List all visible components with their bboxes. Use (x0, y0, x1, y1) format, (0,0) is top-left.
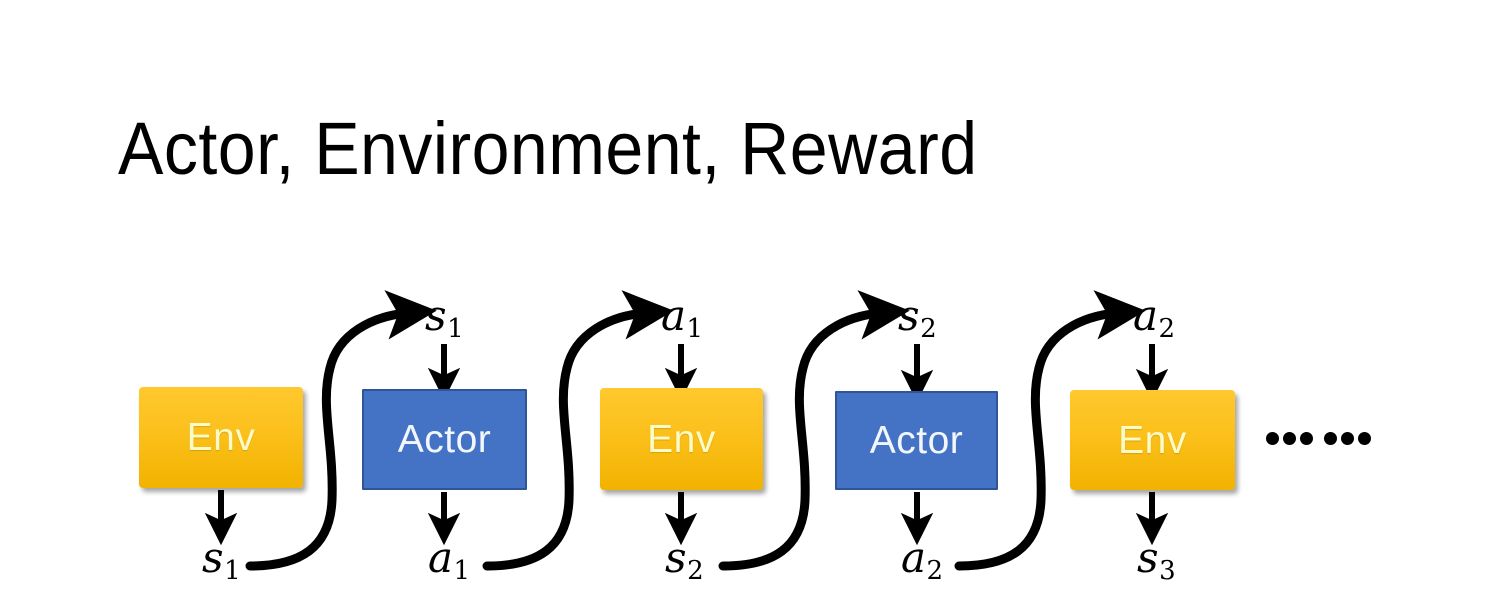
node-label: Actor (397, 418, 492, 461)
ellipsis-continuation (1266, 432, 1375, 445)
node-label: Env (647, 417, 716, 461)
label-top-a2: a2 (1133, 295, 1176, 345)
label-base: s (425, 291, 447, 340)
label-subscript: 1 (453, 556, 471, 587)
label-bottom-s2: s2 (665, 537, 704, 587)
ellipsis-dot (1358, 432, 1371, 445)
label-base: a (661, 291, 687, 340)
label-base: a (1133, 291, 1159, 340)
label-subscript: 2 (926, 556, 944, 587)
label-top-s2: s2 (898, 295, 937, 345)
label-top-s1: s1 (425, 295, 464, 345)
label-bottom-s3: s3 (1137, 537, 1176, 587)
label-bottom-s1: s1 (202, 537, 241, 587)
node-label: Actor (869, 419, 964, 462)
label-base: s (1137, 533, 1159, 582)
label-subscript: 3 (1159, 556, 1176, 587)
label-base: s (202, 533, 224, 582)
ellipsis-dot (1300, 432, 1313, 445)
label-subscript: 2 (687, 556, 704, 587)
node-env-3[interactable]: Env (1070, 390, 1235, 490)
label-bottom-a2: a2 (901, 537, 944, 587)
node-env-1[interactable]: Env (139, 387, 303, 488)
label-bottom-a1: a1 (428, 537, 471, 587)
ellipsis-dot (1266, 432, 1279, 445)
node-actor-2[interactable]: Actor (835, 391, 998, 490)
node-label: Env (1118, 418, 1187, 462)
label-top-a1: a1 (661, 295, 704, 345)
page-title: Actor, Environment, Reward (118, 107, 978, 190)
label-subscript: 1 (224, 556, 241, 587)
label-subscript: 2 (920, 314, 937, 345)
label-base: s (898, 291, 920, 340)
label-subscript: 1 (686, 314, 704, 345)
ellipsis-dot (1283, 432, 1296, 445)
ellipsis-dot (1324, 432, 1337, 445)
node-label: Env (186, 416, 256, 459)
label-subscript: 2 (1158, 314, 1176, 345)
label-base: a (901, 533, 927, 582)
label-subscript: 1 (447, 314, 464, 345)
label-base: a (428, 533, 454, 582)
ellipsis-dot (1341, 432, 1354, 445)
node-env-2[interactable]: Env (600, 388, 763, 490)
node-actor-1[interactable]: Actor (362, 389, 527, 490)
label-base: s (665, 533, 687, 582)
